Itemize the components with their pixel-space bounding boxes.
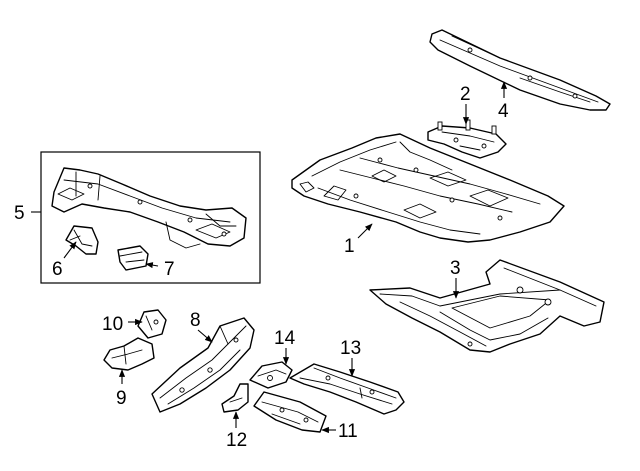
callout-5: 5 xyxy=(14,203,25,224)
part-6-bracket[interactable] xyxy=(65,225,99,255)
callout-10: 10 xyxy=(102,314,123,335)
part-14-bracket[interactable] xyxy=(249,361,293,389)
part-9-bracket[interactable] xyxy=(103,337,155,371)
part-8-rail[interactable] xyxy=(151,317,255,413)
part-2-bracket[interactable] xyxy=(427,119,507,159)
callout-6: 6 xyxy=(52,259,63,280)
callout-labels: 1 2 3 4 5 6 7 8 9 10 11 12 13 14 xyxy=(14,84,509,451)
leader-lines xyxy=(31,81,508,434)
callout-11: 11 xyxy=(338,421,358,442)
callout-14: 14 xyxy=(274,328,296,349)
callout-2: 2 xyxy=(460,84,471,105)
part-5-crossmember-assembly[interactable] xyxy=(51,167,247,249)
callout-13: 13 xyxy=(340,338,361,359)
part-4-rear-crossmember[interactable] xyxy=(429,29,611,111)
part-5-group-frame xyxy=(40,151,261,284)
part-11-panel[interactable] xyxy=(253,391,327,433)
callout-3: 3 xyxy=(450,258,461,279)
part-13-rail[interactable] xyxy=(289,363,405,415)
part-1-floor-pan[interactable] xyxy=(291,133,565,243)
callout-9: 9 xyxy=(116,388,127,409)
callout-8: 8 xyxy=(190,310,201,331)
part-10-bracket[interactable] xyxy=(137,309,167,339)
part-7-bracket[interactable] xyxy=(117,245,149,271)
callout-7: 7 xyxy=(164,259,175,280)
part-3-rear-frame[interactable] xyxy=(369,259,605,353)
callout-4: 4 xyxy=(498,101,509,122)
part-12-bracket[interactable] xyxy=(221,383,249,413)
callout-12: 12 xyxy=(226,430,247,451)
callout-1: 1 xyxy=(344,236,355,257)
